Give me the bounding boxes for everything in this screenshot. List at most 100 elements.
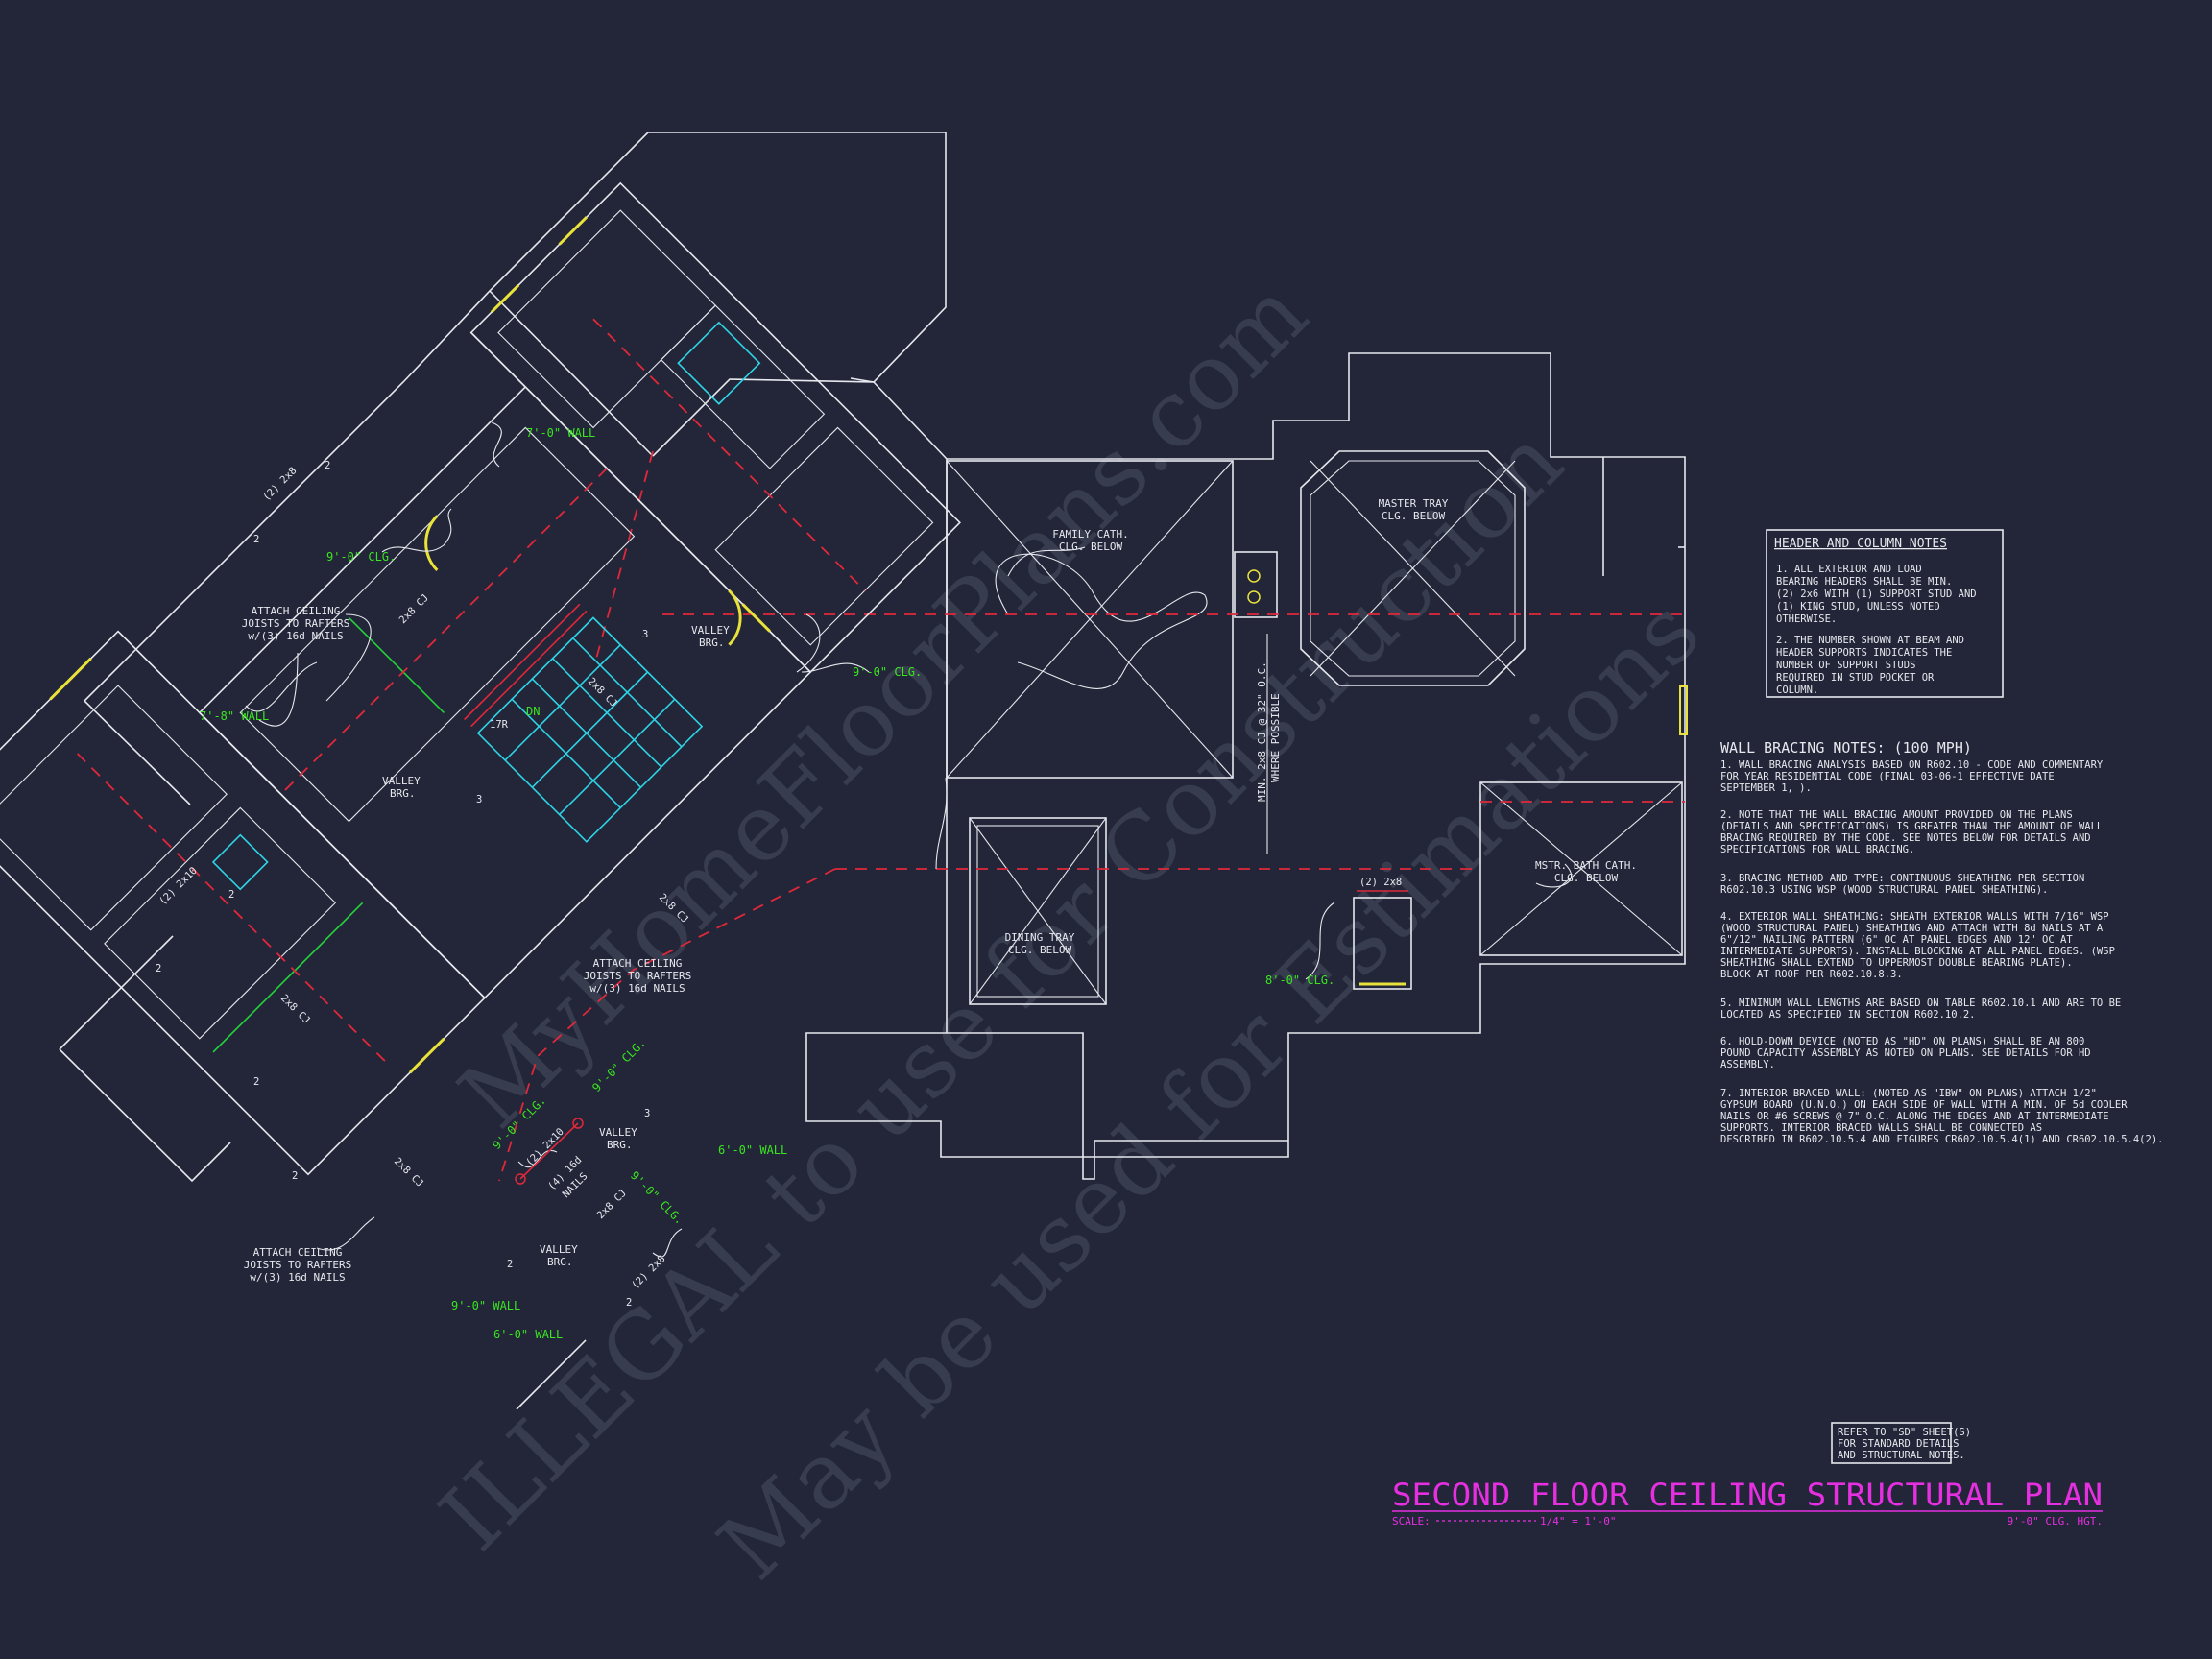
- header-note-2-l5: COLUMN.: [1776, 685, 1818, 696]
- header-notes-title: HEADER AND COLUMN NOTES: [1774, 537, 1947, 551]
- dn-label: DN: [526, 705, 540, 718]
- refer-note-box: REFER TO "SD" SHEET(S) FOR STANDARD DETA…: [1831, 1422, 1971, 1464]
- num-2-c: 2: [228, 889, 234, 901]
- valley-brg-3-a: VALLEY: [599, 1126, 637, 1139]
- num-3-c: 3: [644, 1108, 650, 1119]
- plan-title: SECOND FLOOR CEILING STRUCTURAL PLAN: [1392, 1477, 2103, 1513]
- refer-line-3: AND STRUCTURAL NOTES.: [1838, 1450, 1965, 1461]
- header-note-1-l5: OTHERWISE.: [1776, 613, 1837, 625]
- mstr-bath-label-2: CLG. BELOW: [1554, 872, 1619, 884]
- attach-2-a: ATTACH CEILING: [593, 957, 683, 970]
- bracing-p4-l4: INTERMEDIATE SUPPORTS). INSTALL BLOCKING…: [1720, 946, 2115, 957]
- dining-tray-ceiling: [969, 817, 1107, 1005]
- wall-bracing-notes: WALL BRACING NOTES: (100 MPH) 1. WALL BR…: [1720, 739, 2163, 1145]
- min-cj-label-1: MIN. 2x8 CJ @ 32" O.C.: [1256, 661, 1268, 802]
- valley-brg-2-b: BRG.: [390, 787, 416, 800]
- refer-line-2: FOR STANDARD DETAILS: [1838, 1438, 1959, 1450]
- bracing-p6-l2: POUND CAPACITY ASSEMBLY AS NOTED ON PLAN…: [1720, 1047, 2091, 1059]
- bracing-p3-l1: 3. BRACING METHOD AND TYPE: CONTINUOUS S…: [1720, 873, 2084, 884]
- dining-tray-label-2: CLG. BELOW: [1008, 944, 1072, 956]
- attach-2-c: w/(3) 16d NAILS: [589, 982, 685, 995]
- bracing-p7-l3: NAILS OR #6 SCREWS @ 7" O.C. ALONG THE E…: [1720, 1111, 2109, 1122]
- cj-216-label-4: 2x8 CJ: [278, 993, 312, 1026]
- wall-7-0-label: 7'-0" WALL: [526, 426, 595, 440]
- valley-brg-2-a: VALLEY: [382, 775, 421, 787]
- bracing-p4-l3: 6"/12" NAILING PATTERN (6" OC AT PANEL E…: [1720, 934, 2073, 946]
- bracing-p4-l6: BLOCK AT ROOF PER R602.10.8.3.: [1720, 969, 1903, 980]
- attach-2-b: JOISTS TO RAFTERS: [584, 970, 692, 982]
- attach-3-a: ATTACH CEILING: [253, 1246, 343, 1259]
- title-block: SECOND FLOOR CEILING STRUCTURAL PLAN SCA…: [1392, 1477, 2103, 1527]
- attach-1-a: ATTACH CEILING: [252, 605, 341, 617]
- header-note-2-l3: NUMBER OF SUPPORT STUDS: [1776, 660, 1915, 671]
- height-note: 9'-0" CLG. HGT.: [2008, 1515, 2103, 1527]
- num-2-g: 2: [507, 1259, 513, 1270]
- num-3-b: 3: [476, 794, 482, 805]
- bracing-p1-l1: 1. WALL BRACING ANALYSIS BASED ON R602.1…: [1720, 759, 2104, 771]
- leaders: [245, 421, 1573, 1258]
- hdr-2x10-label: (2) 2x10: [157, 865, 200, 907]
- bracing-p2-l1: 2. NOTE THAT THE WALL BRACING AMOUNT PRO…: [1720, 809, 2073, 821]
- wall-7-8-label: 7'-8" WALL: [200, 709, 269, 723]
- cj-216-label-5: 2x8 CJ: [595, 1188, 629, 1221]
- bracing-p5-l2: LOCATED AS SPECIFIED IN SECTION R602.10.…: [1720, 1009, 1976, 1021]
- valley-brg-4-a: VALLEY: [540, 1243, 578, 1256]
- closet-8ft: [1353, 890, 1412, 990]
- header-note-1-l2: BEARING HEADERS SHALL BE MIN.: [1776, 576, 1952, 588]
- refer-line-1: REFER TO "SD" SHEET(S): [1838, 1427, 1971, 1438]
- num-3-a: 3: [642, 629, 648, 640]
- bracing-p6-l1: 6. HOLD-DOWN DEVICE (NOTED AS "HD" ON PL…: [1720, 1036, 2084, 1047]
- scale-label: SCALE:: [1392, 1515, 1431, 1527]
- valley-brg-1-a: VALLEY: [691, 624, 730, 637]
- header-note-1-l1: 1. ALL EXTERIOR AND LOAD: [1776, 564, 1922, 575]
- wall-9-0-label: 9'-0" WALL: [451, 1299, 520, 1312]
- clg-9-label-a: 9'-0" CLG.: [853, 665, 922, 679]
- main-outline: [488, 132, 1688, 1180]
- valley-brg-1-b: BRG.: [699, 637, 725, 649]
- num-2-e: 2: [253, 1076, 259, 1088]
- bracing-p7-l5: DESCRIBED IN R602.10.5.4 AND FIGURES CR6…: [1720, 1134, 2163, 1145]
- attach-1-b: JOISTS TO RAFTERS: [242, 617, 350, 630]
- hdr-2x8-label-1: (2) 2x8: [261, 465, 300, 503]
- attach-3-b: JOISTS TO RAFTERS: [244, 1259, 352, 1271]
- tr17-label: 17R: [490, 719, 509, 731]
- num-2-d: 2: [156, 963, 161, 974]
- attach-3-c: w/(3) 16d NAILS: [250, 1271, 345, 1284]
- bracing-p3-l2: R602.10.3 USING WSP (WOOD STRUCTURAL PAN…: [1720, 884, 2048, 896]
- clg-9-label-e: 9'-0" CLG.: [628, 1168, 686, 1227]
- header-column-notes: HEADER AND COLUMN NOTES 1. ALL EXTERIOR …: [1766, 529, 2004, 698]
- header-note-1-l4: (1) KING STUD, UNLESS NOTED: [1776, 601, 1940, 613]
- bracing-p6-l3: ASSEMBLY.: [1720, 1059, 1775, 1070]
- clg-8-label: 8'-0" CLG.: [1265, 974, 1334, 987]
- clg-9-label-b: 9'-0" CLG.: [326, 550, 396, 564]
- left-wing-outline: [59, 290, 587, 1410]
- header-note-2-l1: 2. THE NUMBER SHOWN AT BEAM AND: [1776, 635, 1964, 646]
- num-2-a: 2: [325, 460, 330, 471]
- bracing-p2-l4: SPECIFICATIONS FOR WALL BRACING.: [1720, 844, 1914, 855]
- wall-6-0-label-a: 6'-0" WALL: [718, 1143, 787, 1157]
- cj-216-label-2: 2x8 CJ: [586, 676, 619, 709]
- valley-brg-4-b: BRG.: [547, 1256, 573, 1268]
- attach-1-c: w/(3) 16d NAILS: [248, 630, 343, 642]
- bracing-p4-l1: 4. EXTERIOR WALL SHEATHING: SHEATH EXTER…: [1720, 911, 2109, 923]
- family-cath-label-1: FAMILY CATH.: [1052, 528, 1128, 541]
- bracing-p2-l3: BRACING REQUIRED BY THE CODE. SEE NOTES …: [1720, 832, 2091, 844]
- bracing-notes-title: WALL BRACING NOTES: (100 MPH): [1720, 739, 1972, 757]
- cj-216-label-6: 2x8 CJ: [392, 1156, 425, 1190]
- bracing-p2-l2: (DETAILS AND SPECIFICATIONS) IS GREATER …: [1720, 821, 2103, 832]
- hdr-2x8-label-3: (2) 2x8: [1359, 877, 1402, 888]
- header-note-2-l2: HEADER SUPPORTS INDICATES THE: [1776, 647, 1952, 659]
- num-2-b: 2: [253, 534, 259, 545]
- mstr-bath-ceiling: [1479, 781, 1683, 956]
- num-2-f: 2: [292, 1170, 298, 1182]
- ridge-lines: [498, 450, 1685, 1182]
- family-cath-label-2: CLG. BELOW: [1059, 541, 1123, 553]
- family-cath-ceiling: [946, 460, 1278, 779]
- bracing-p5-l1: 5. MINIMUM WALL LENGTHS ARE BASED ON TAB…: [1720, 998, 2121, 1009]
- master-tray-label-2: CLG. BELOW: [1382, 510, 1446, 522]
- master-tray-ceiling: [1300, 450, 1526, 686]
- master-tray-label-1: MASTER TRAY: [1379, 497, 1449, 510]
- cj-216-label-1: 2x8 CJ: [397, 592, 431, 626]
- header-note-1-l3: (2) 2x6 WITH (1) SUPPORT STUD AND: [1776, 589, 1977, 600]
